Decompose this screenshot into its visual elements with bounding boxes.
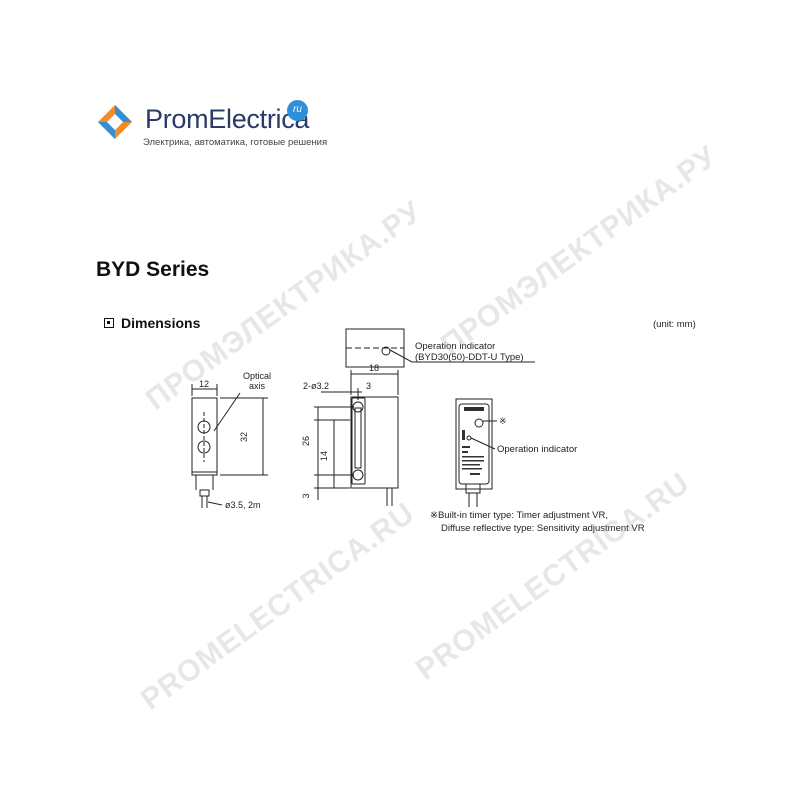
brand-tagline: Электрика, автоматика, готовые решения bbox=[143, 137, 328, 148]
note-line-2: Diffuse reflective type: Sensitivity adj… bbox=[441, 523, 645, 534]
cable-label: ø3.5, 2m bbox=[225, 500, 261, 510]
front-width-label: 12 bbox=[199, 379, 209, 389]
front-lens-bottom bbox=[197, 440, 211, 454]
top-indicator-label-2: (BYD30(50)-DDT-U Type) bbox=[415, 352, 524, 363]
top-indicator-label-1: Operation indicator bbox=[415, 341, 495, 352]
optical-axis-label-2: axis bbox=[249, 381, 266, 391]
front-body bbox=[191, 397, 218, 476]
mount-hole-bottom bbox=[352, 469, 364, 481]
front-view bbox=[191, 384, 268, 508]
rear-model-label: BYD30-DDT bbox=[465, 407, 485, 411]
hole-pitch-label: 26 bbox=[301, 436, 311, 446]
page-title: BYD Series bbox=[96, 258, 210, 281]
brand-domain-badge: ru bbox=[287, 100, 308, 121]
side-view bbox=[314, 370, 399, 506]
front-height-label: 32 bbox=[239, 432, 249, 442]
hole-bottom-label: 3 bbox=[301, 493, 311, 498]
optical-axis-label-1: Optical bbox=[243, 371, 271, 381]
side-depth-label: 18 bbox=[369, 363, 379, 373]
note-line-1: ※Built-in timer type: Timer adjustment V… bbox=[430, 510, 608, 521]
brand-name: PromElectrica bbox=[145, 104, 310, 134]
hole-offset-label: 3 bbox=[366, 381, 371, 391]
rear-view bbox=[455, 398, 497, 507]
section-heading: Dimensions bbox=[121, 315, 201, 331]
rear-mark-label: ※ bbox=[499, 416, 507, 426]
operation-indicator-top bbox=[381, 346, 391, 356]
mount-hole-top bbox=[352, 401, 364, 413]
operation-indicator-led bbox=[466, 435, 472, 441]
adjustment-vr bbox=[474, 418, 484, 428]
rear-markings bbox=[462, 407, 484, 475]
section-bullet-icon bbox=[104, 318, 114, 328]
top-view bbox=[345, 328, 535, 368]
holes-label: 2-ø3.2 bbox=[303, 381, 329, 391]
mid-dim-label: 14 bbox=[319, 451, 329, 461]
side-body bbox=[350, 396, 399, 489]
rear-indicator-label: Operation indicator bbox=[497, 444, 577, 455]
unit-label: (unit: mm) bbox=[653, 319, 696, 330]
logo-icon bbox=[98, 105, 132, 139]
rear-body bbox=[455, 398, 493, 490]
